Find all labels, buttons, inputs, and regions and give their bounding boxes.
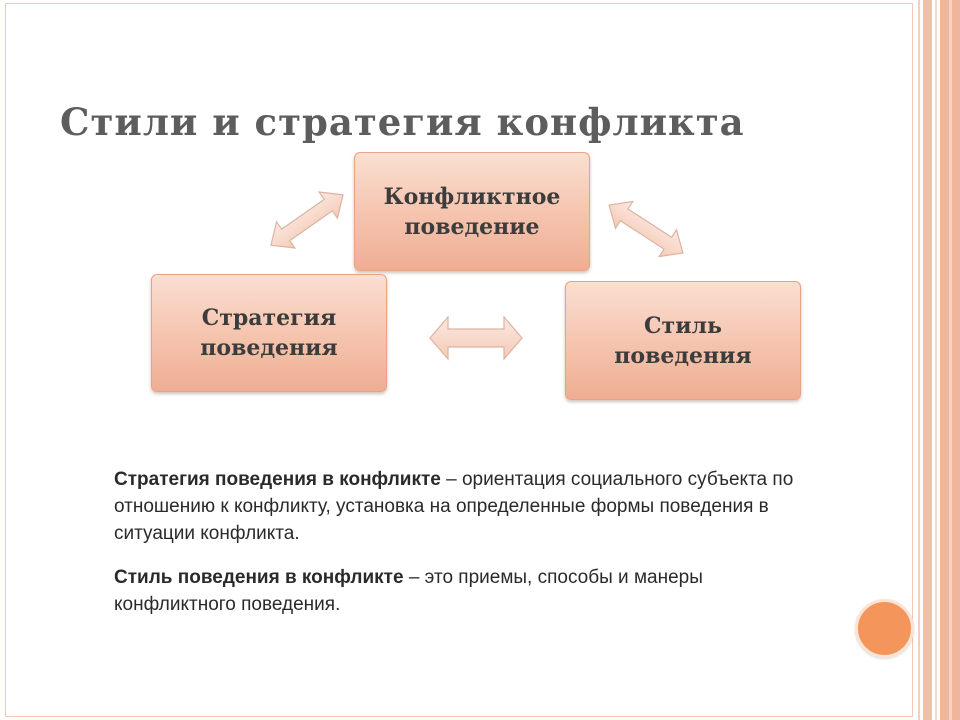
box-behavior-strategy: Стратегия поведения <box>151 274 387 392</box>
double-arrow-icon-top-left <box>270 191 344 249</box>
definition-text: – это приемы, способы и манеры конфликтн… <box>114 567 703 615</box>
decorative-stripe <box>935 0 937 720</box>
decorative-stripe <box>949 0 952 720</box>
definition-term: Стиль поведения в конфликте <box>114 567 404 588</box>
decorative-stripe <box>918 0 920 720</box>
definition-text: – ориентация социального субъекта по отн… <box>114 469 794 544</box>
box-behavior-style: Стиль поведения <box>565 281 801 400</box>
box-conflict-behavior-label: Конфликтное поведение <box>383 183 561 240</box>
orange-circle-decoration <box>855 599 914 658</box>
decorative-stripe <box>923 0 932 720</box>
slide-frame <box>5 3 913 717</box>
double-arrow-icon-top-right <box>608 200 684 258</box>
definitions: Стратегия поведения в конфликте – ориент… <box>114 466 804 618</box>
definition-strategy: Стратегия поведения в конфликте – ориент… <box>114 466 804 547</box>
definition-style: Стиль поведения в конфликте – это приемы… <box>114 564 804 618</box>
box-behavior-style-label: Стиль поведения <box>614 312 752 369</box>
box-conflict-behavior: Конфликтное поведение <box>354 152 590 271</box>
box-behavior-strategy-label: Стратегия поведения <box>200 305 338 361</box>
definition-term: Стратегия поведения в конфликте <box>114 469 441 490</box>
double-arrow-icon-middle <box>429 315 523 361</box>
slide-title: Стили и стратегия конфликта <box>60 100 745 144</box>
